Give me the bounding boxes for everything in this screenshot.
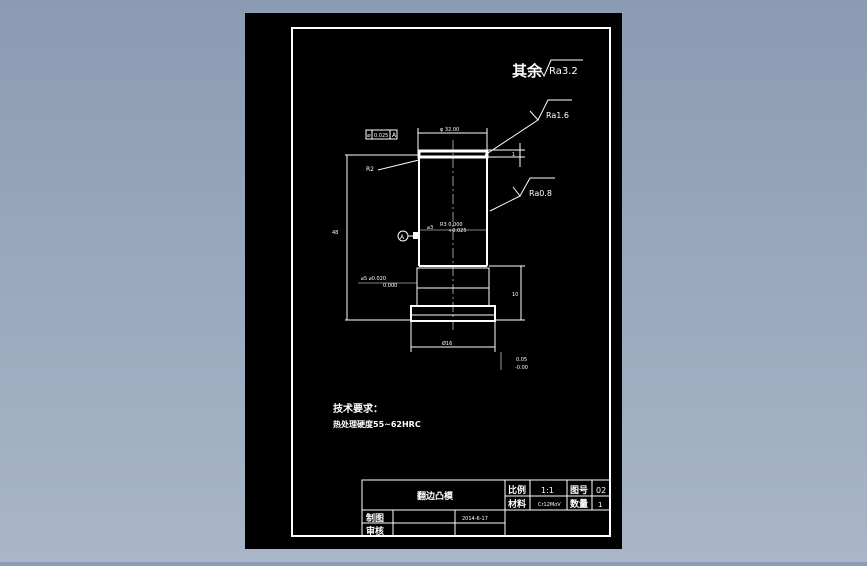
roughness-note-prefix: 其余 (512, 62, 543, 80)
radius-text: R2 (366, 166, 374, 173)
drawn-date: 2014-6-17 (462, 516, 488, 522)
notes-line-1: 热处理硬度55~62HRC (333, 419, 421, 429)
roughness-note-value: Ra3.2 (549, 66, 578, 77)
top-diameter-text: φ 32.00 (440, 127, 459, 133)
roughness-symbol-icon (539, 59, 583, 78)
checked-label: 审核 (366, 525, 384, 537)
tolerance-frame (365, 129, 398, 140)
inner-dim-tol: +0.025 (448, 228, 467, 234)
paper-background (245, 13, 622, 549)
material-value: Cr12MoV (538, 502, 561, 508)
radius-leader (377, 159, 420, 171)
notes-title: 技术要求： (333, 402, 383, 415)
datum-tick (413, 232, 419, 239)
drawing-no-label: 图号 (570, 485, 588, 496)
inner-dim-prefix: ⌀3 (427, 225, 433, 231)
right-height-text: 10 (512, 292, 518, 298)
lower-dim-main: ⌀5 ⌀0.020 (361, 276, 386, 282)
tolerance-frame-symbol: ⌀ (367, 132, 371, 139)
base-width-dimension (410, 321, 496, 352)
left-height-text: 48 (332, 230, 338, 236)
top-step-dimension (487, 143, 525, 167)
inner-dim-main: R3 0.000 (440, 222, 463, 228)
scale-value: 1:1 (541, 486, 554, 495)
lower-dim-tol: 0.000 (383, 283, 397, 289)
quantity-value: 1 (598, 501, 602, 509)
tolerance-frame-datum: A (392, 132, 397, 139)
roughness-side-value: Ra0.8 (529, 189, 552, 198)
roughness-side-symbol-icon (489, 177, 555, 212)
left-height-dimension (345, 154, 419, 321)
bottom-tol-upper: 0.05 (516, 357, 527, 363)
roughness-top-value: Ra1.6 (546, 111, 569, 120)
right-height-dimension (489, 265, 525, 321)
title-block (361, 479, 611, 537)
bottom-tol-lower: -0.00 (515, 365, 528, 371)
datum-letter: A (400, 234, 405, 241)
scale-label: 比例 (508, 484, 526, 496)
drawing-no-value: 02 (596, 486, 606, 495)
tolerance-frame-value: 0.025 (374, 133, 388, 139)
roughness-top-symbol-icon (484, 99, 572, 156)
top-diameter-dimension (417, 128, 488, 150)
part-name: 翻边凸模 (417, 490, 454, 502)
quantity-label: 数量 (570, 498, 588, 510)
top-step-text: 1 (512, 152, 515, 158)
base-width-text: Ø16 (442, 340, 452, 347)
drawn-label: 制图 (366, 512, 384, 524)
material-label: 材料 (507, 498, 526, 510)
